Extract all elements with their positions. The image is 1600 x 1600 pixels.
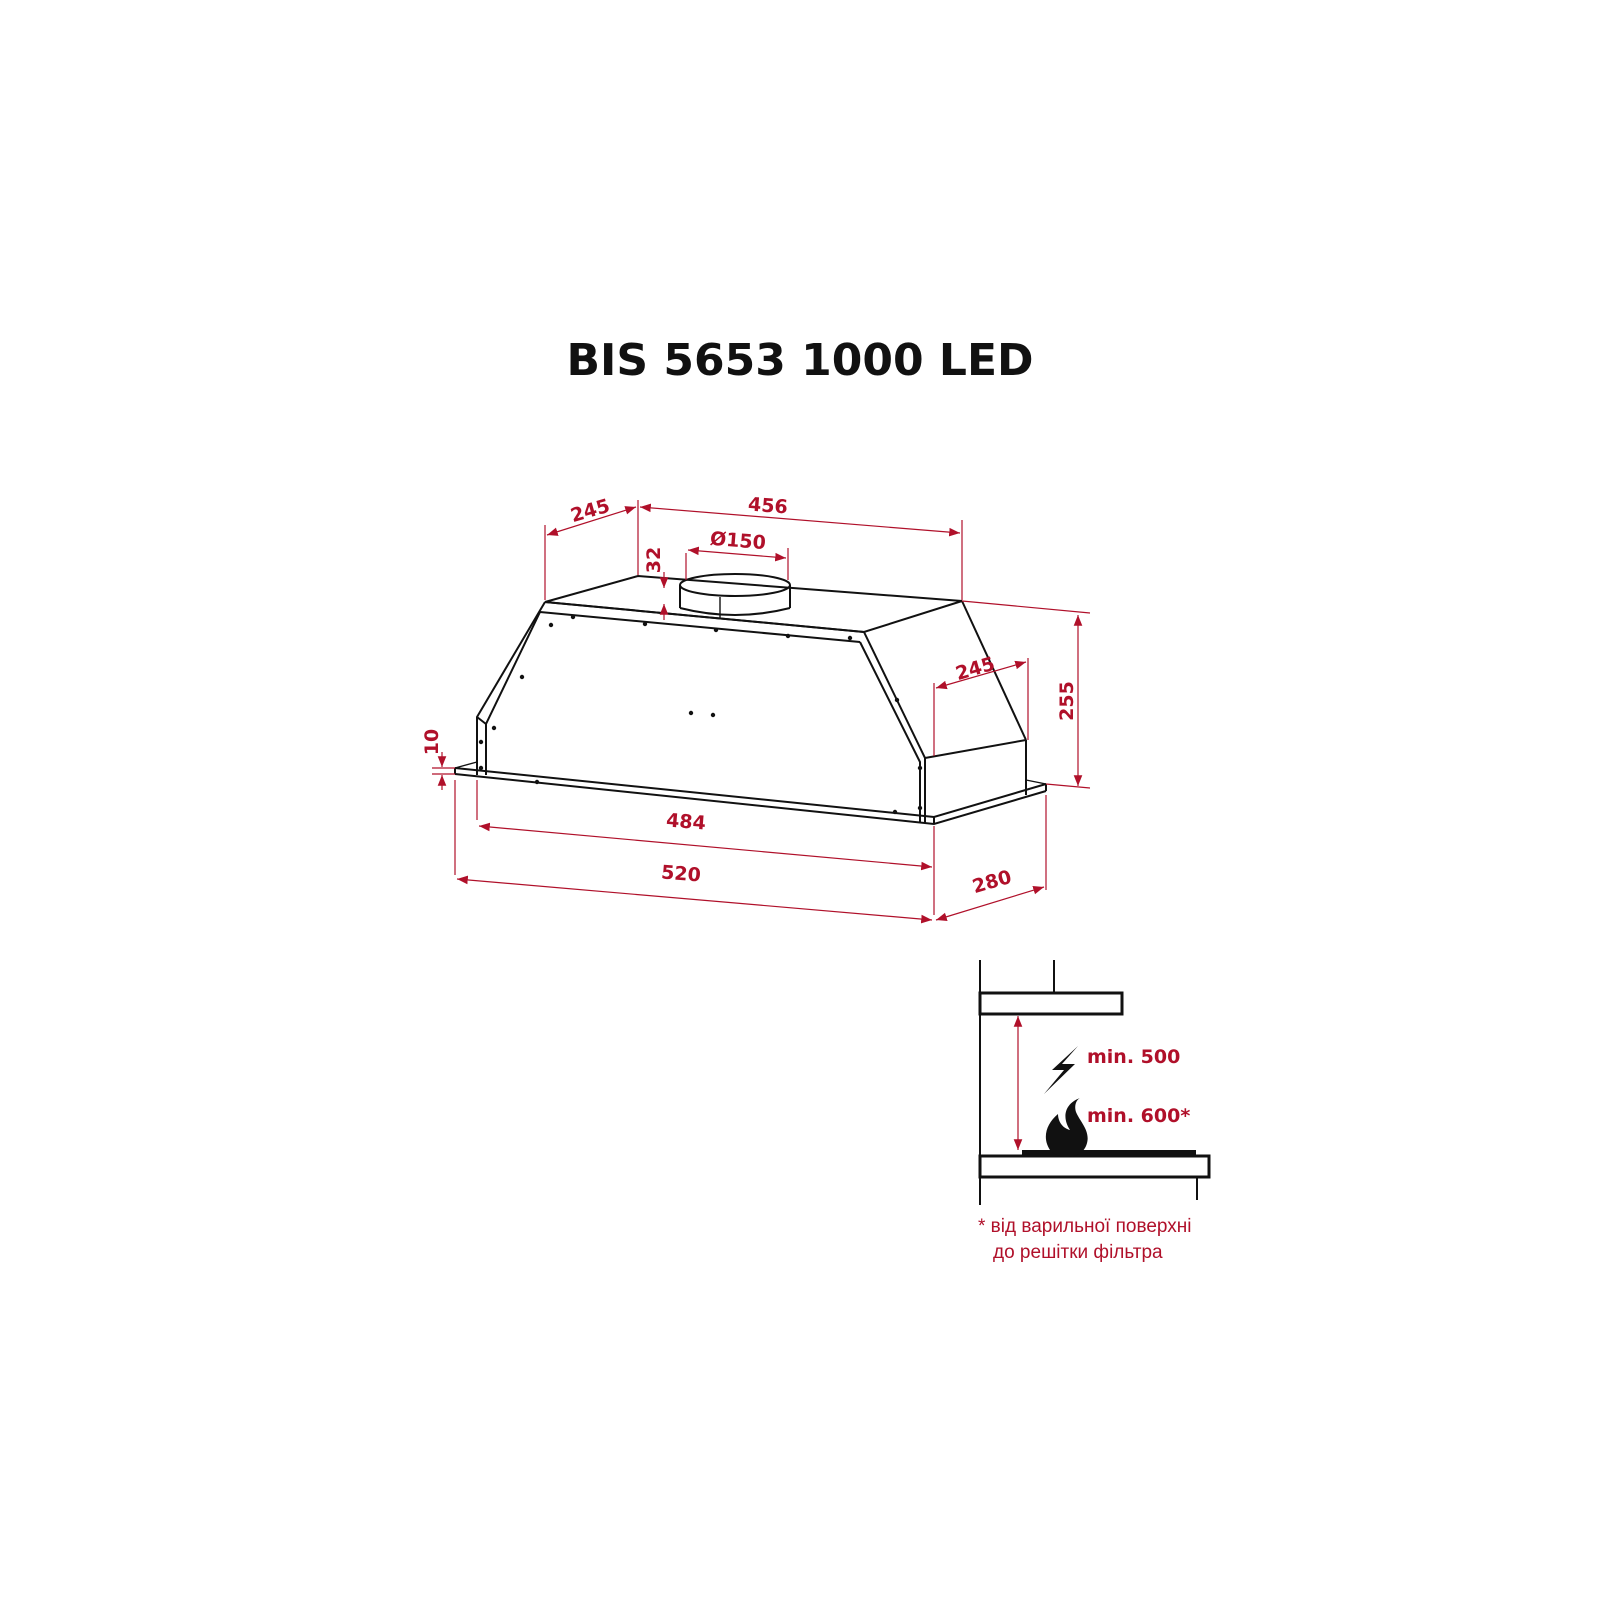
hood-outline xyxy=(454,574,1047,826)
dim-top-width: 456 xyxy=(747,493,788,518)
min-electric-label: min. 500 xyxy=(1087,1046,1180,1068)
dim-side-depth: 245 xyxy=(953,653,997,685)
flame-icon xyxy=(1045,1098,1088,1158)
product-title: BIS 5653 1000 LED xyxy=(566,335,1034,386)
dim-duct-diameter: Ø150 xyxy=(709,528,766,554)
duct-collar xyxy=(679,573,791,618)
min-gas-label: min. 600* xyxy=(1087,1105,1190,1127)
footnote-line-2: до решітки фільтра xyxy=(993,1242,1163,1263)
installation-diagram: min. 500 min. 600* * від варильної повер… xyxy=(978,960,1211,1263)
dim-outer-width: 520 xyxy=(660,861,701,886)
dim-height: 255 xyxy=(1056,681,1078,721)
dim-top-depth: 245 xyxy=(568,495,612,527)
footnote-line-1: * від варильної поверхні xyxy=(978,1216,1191,1237)
dimension-labels: 245 456 Ø150 32 245 255 10 484 520 280 xyxy=(421,493,1078,898)
dim-inner-width: 484 xyxy=(665,809,706,834)
dim-flange: 10 xyxy=(421,729,443,755)
dim-outer-depth: 280 xyxy=(970,866,1014,898)
lightning-icon xyxy=(1044,1046,1078,1094)
dimension-lines xyxy=(432,500,1091,924)
dim-duct-height: 32 xyxy=(643,547,665,573)
screw-dots xyxy=(478,614,923,815)
